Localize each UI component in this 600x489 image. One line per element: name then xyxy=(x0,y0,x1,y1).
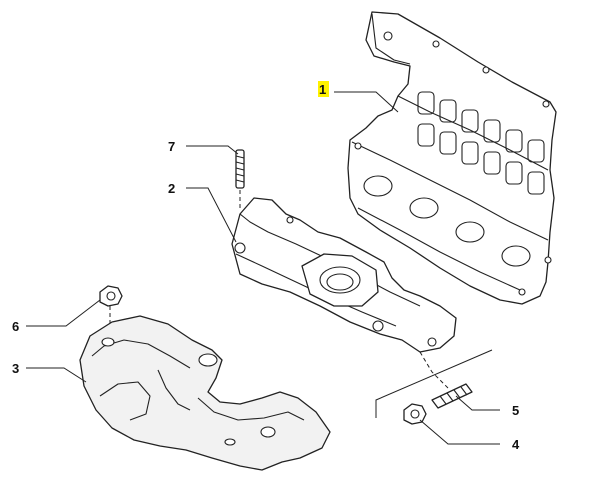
part-4-nut[interactable] xyxy=(403,403,427,425)
callout-4[interactable]: 4 xyxy=(512,437,520,452)
callout-6[interactable]: 6 xyxy=(12,319,19,334)
callout-1[interactable]: 1 xyxy=(319,82,326,97)
part-5-stud[interactable] xyxy=(431,383,473,409)
callout-1-highlight xyxy=(318,81,329,97)
part-3-heat-shield[interactable] xyxy=(79,315,331,471)
callout-7[interactable]: 7 xyxy=(168,139,175,154)
callout-2[interactable]: 2 xyxy=(168,181,175,196)
leader-6 xyxy=(26,299,101,327)
alignment-line xyxy=(419,351,449,389)
leader-1 xyxy=(334,91,399,113)
leader-2 xyxy=(186,187,237,243)
part-6-nut[interactable] xyxy=(99,285,123,326)
section-break-line xyxy=(375,349,493,418)
callout-3[interactable]: 3 xyxy=(12,361,19,376)
part-1-manifold-gasket[interactable] xyxy=(347,11,557,305)
leader-7 xyxy=(186,145,239,155)
part-7-stud[interactable] xyxy=(235,149,245,210)
leader-5 xyxy=(455,395,500,411)
callout-5[interactable]: 5 xyxy=(512,403,519,418)
part-2-exhaust-manifold[interactable] xyxy=(231,197,457,353)
leader-4 xyxy=(419,419,500,445)
leader-3 xyxy=(26,367,87,383)
